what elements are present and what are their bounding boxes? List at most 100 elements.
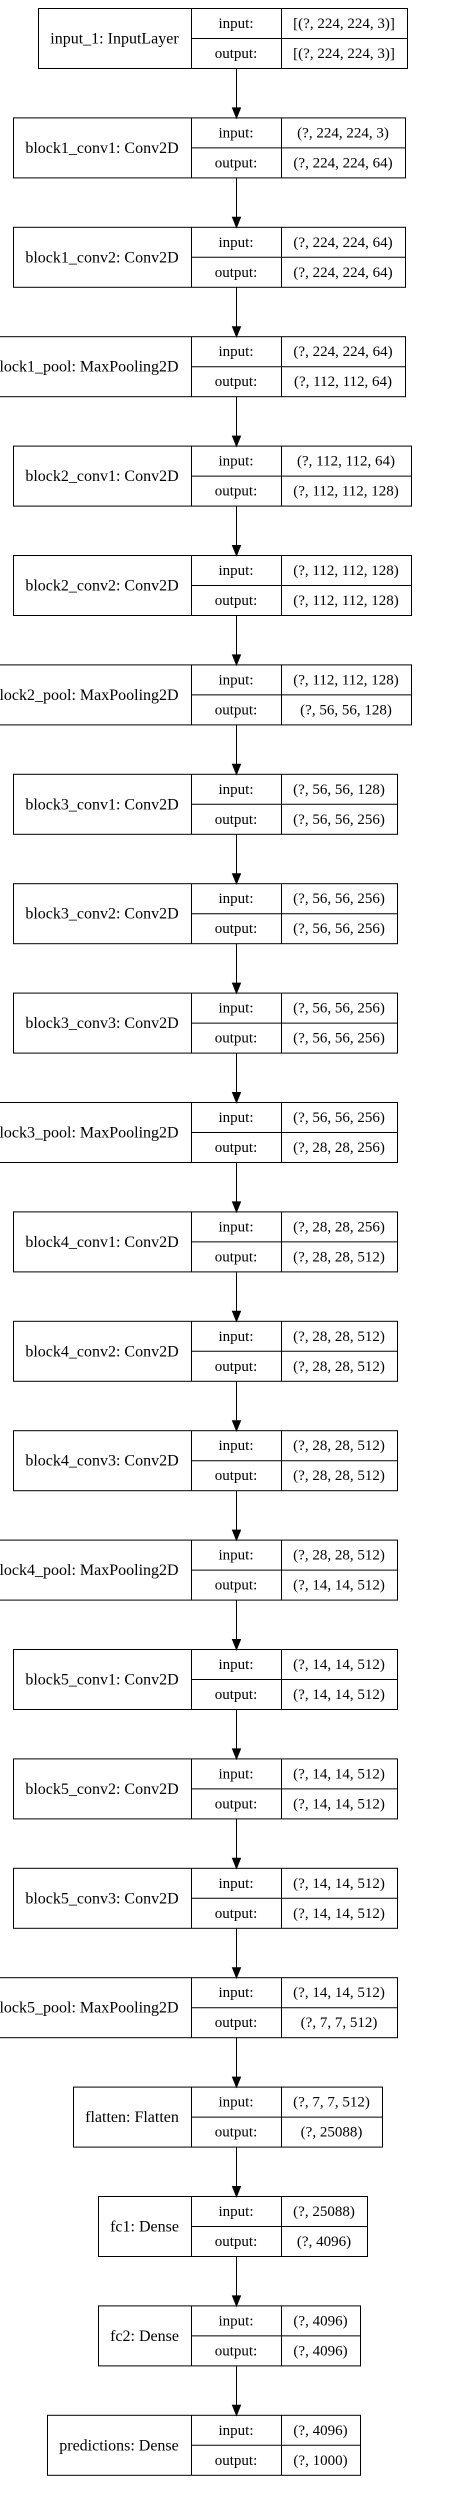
output-label: output:: [215, 2234, 258, 2250]
arrowhead-icon: [231, 107, 242, 120]
edge-arrow: [231, 2365, 242, 2417]
input-label: input:: [218, 1876, 253, 1892]
edge-arrow: [231, 943, 242, 995]
input-label: input:: [218, 1657, 253, 1673]
output-label: output:: [215, 2453, 258, 2469]
layer-name: block5_pool: MaxPooling2D: [0, 2000, 179, 2017]
input-shape: (?, 7, 7, 512): [293, 2095, 370, 2111]
arrowhead-icon: [231, 2186, 242, 2198]
input-shape: (?, 224, 224, 64): [293, 235, 392, 251]
output-shape: (?, 56, 56, 256): [293, 921, 385, 937]
input-label: input:: [218, 2313, 253, 2329]
arrowhead-icon: [231, 1529, 242, 1542]
layer-name: block4_pool: MaxPooling2D: [0, 1562, 179, 1579]
input-label: input:: [218, 16, 253, 32]
output-label: output:: [215, 46, 258, 62]
output-label: output:: [215, 1031, 258, 1047]
output-label: output:: [215, 593, 258, 609]
input-label: input:: [218, 1219, 253, 1235]
layer-name: block5_conv3: Conv2D: [25, 1890, 178, 1907]
input-label: input:: [218, 1548, 253, 1564]
layer-name: block3_conv3: Conv2D: [25, 1015, 178, 1032]
edge-arrow: [231, 834, 242, 886]
arrowhead-icon: [231, 545, 242, 557]
input-shape: (?, 56, 56, 256): [293, 891, 385, 907]
edge-arrow: [231, 506, 242, 557]
output-label: output:: [215, 265, 258, 281]
output-shape: (?, 28, 28, 512): [293, 1249, 385, 1265]
layer-name: input_1: InputLayer: [50, 31, 179, 48]
output-shape: (?, 28, 28, 256): [293, 1140, 385, 1156]
arrowhead-icon: [231, 326, 242, 339]
layer-name: block5_conv2: Conv2D: [25, 1781, 178, 1798]
input-shape: (?, 28, 28, 512): [293, 1548, 385, 1564]
edge-arrow: [231, 1053, 242, 1104]
layer-name: block1_pool: MaxPooling2D: [0, 359, 179, 376]
output-label: output:: [215, 2125, 258, 2141]
layer-name: block1_conv1: Conv2D: [25, 140, 178, 157]
arrowhead-icon: [231, 1967, 242, 1980]
layer-node: block1_pool: MaxPooling2Dinput:output:(?…: [0, 336, 406, 398]
edge-arrow: [231, 287, 242, 339]
layer-name: fc2: Dense: [110, 2328, 179, 2345]
output-label: output:: [215, 1687, 258, 1703]
edge-arrow: [231, 1162, 242, 1214]
layer-node: block5_pool: MaxPooling2Dinput:output:(?…: [0, 1977, 398, 2039]
input-label: input:: [218, 563, 253, 579]
layer-name: block3_pool: MaxPooling2D: [0, 1125, 179, 1142]
input-shape: (?, 224, 224, 64): [293, 344, 392, 360]
output-label: output:: [215, 1249, 258, 1265]
input-label: input:: [218, 672, 253, 688]
input-shape: (?, 56, 56, 256): [293, 1001, 385, 1017]
output-shape: (?, 28, 28, 512): [293, 1359, 385, 1375]
output-label: output:: [215, 1140, 258, 1156]
arrowhead-icon: [231, 763, 242, 776]
output-label: output:: [215, 702, 258, 718]
input-shape: (?, 112, 112, 128): [293, 672, 399, 688]
output-shape: (?, 4096): [293, 2343, 347, 2359]
input-label: input:: [218, 454, 253, 470]
edge-arrow: [231, 2037, 242, 2089]
input-label: input:: [218, 2095, 253, 2111]
input-shape: (?, 14, 14, 512): [293, 1657, 385, 1673]
output-shape: (?, 112, 112, 64): [294, 374, 392, 390]
output-shape: (?, 56, 56, 256): [293, 1031, 385, 1047]
input-shape: (?, 56, 56, 128): [293, 782, 385, 798]
input-shape: (?, 14, 14, 512): [293, 1766, 385, 1782]
layer-node: block2_pool: MaxPooling2D input: output: (?…: [0, 664, 412, 726]
layer-name: block4_conv2: Conv2D: [25, 1343, 178, 1360]
arrowhead-icon: [231, 982, 242, 995]
output-label: output:: [215, 1906, 258, 1922]
input-shape: (?, 56, 56, 256): [293, 1110, 385, 1126]
edge-arrow: [231, 1490, 242, 1542]
input-shape: (?, 28, 28, 256): [293, 1219, 385, 1235]
arrowhead-icon: [231, 1201, 242, 1214]
edge-arrow: [231, 1709, 242, 1761]
input-shape: (?, 4096): [293, 2313, 347, 2329]
arrowhead-icon: [231, 1639, 242, 1651]
input-label: input:: [218, 1001, 253, 1017]
output-label: output:: [215, 1796, 258, 1812]
layer-node: block4_pool: MaxPooling2D input: output: (?…: [0, 1539, 398, 1601]
layer-name: block4_conv1: Conv2D: [25, 1234, 178, 1251]
input-shape: (?, 28, 28, 512): [293, 1329, 385, 1345]
output-label: output:: [215, 484, 258, 500]
output-label: output:: [215, 374, 258, 390]
layer-name: predictions: Dense: [59, 2437, 179, 2454]
edge-arrow: [231, 177, 242, 229]
output-shape: (?, 14, 14, 512): [293, 1687, 385, 1703]
output-label: output:: [215, 1578, 258, 1594]
layer-name: block2_pool: MaxPooling2D: [0, 687, 179, 704]
output-shape: (?, 56, 56, 128): [300, 702, 392, 718]
